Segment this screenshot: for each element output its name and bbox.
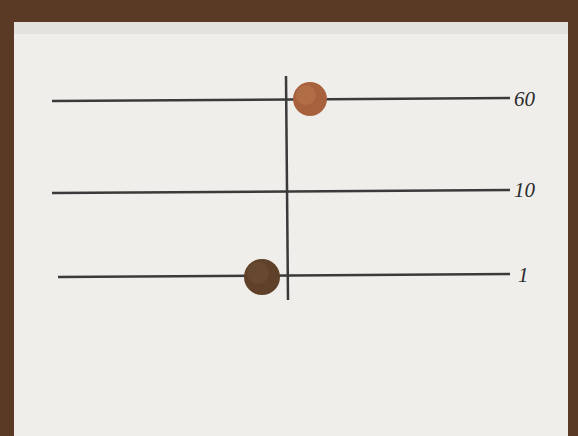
- coin-highlight: [296, 85, 316, 105]
- place-value-label: 10: [514, 180, 535, 201]
- place-value-label: 1: [518, 265, 529, 286]
- rule-line: [52, 98, 510, 101]
- paper-sheet: [14, 22, 568, 436]
- rule-line: [52, 190, 510, 193]
- divider-line: [286, 76, 288, 300]
- coin: [244, 259, 280, 295]
- paper-shade: [14, 22, 568, 34]
- rule-line: [58, 274, 510, 277]
- place-value-label: 60: [514, 89, 535, 110]
- coin-highlight: [247, 262, 269, 284]
- coin: [293, 82, 327, 116]
